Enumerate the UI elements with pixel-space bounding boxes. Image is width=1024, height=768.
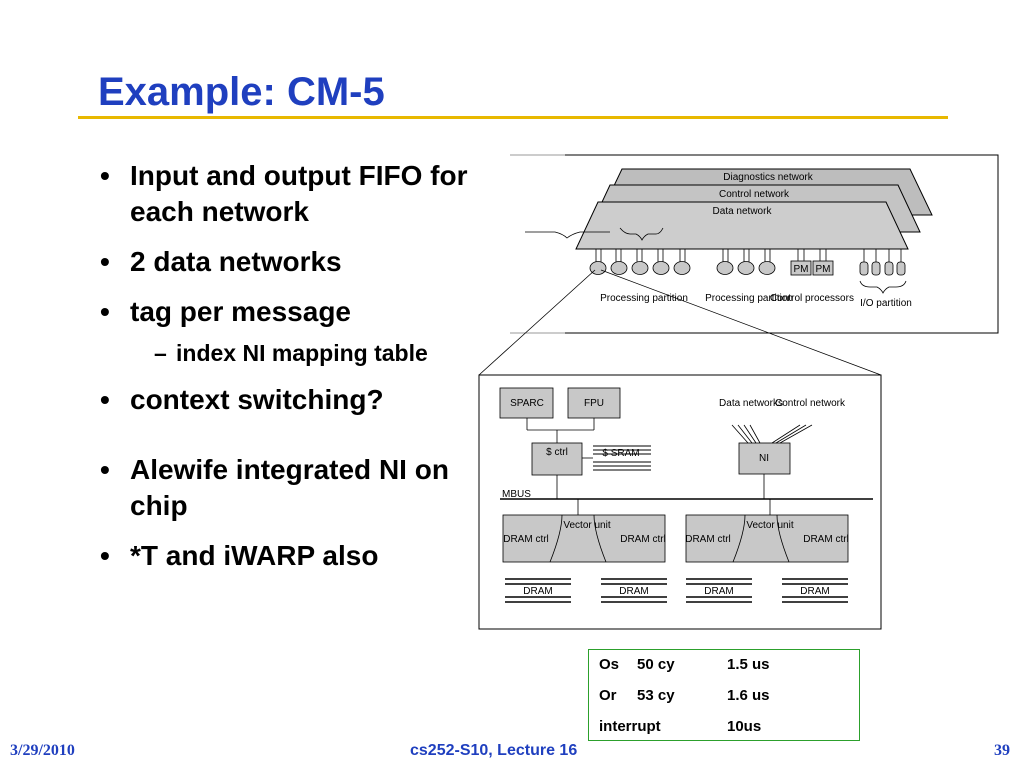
fpu-label: FPU (584, 398, 604, 409)
bullet-item: *T and iWARP also (100, 538, 480, 574)
dram-ctrl-label: DRAM ctrl (503, 534, 549, 545)
control-processor-boxes (790, 260, 834, 276)
bullet-item: Input and output FIFO for each network (100, 158, 480, 230)
pm-label: PM (794, 264, 809, 275)
dram-label: DRAM (800, 586, 829, 597)
table-row: Or 53 cy 1.6 us (599, 685, 859, 716)
sparc-label: SPARC (510, 398, 544, 409)
bullet-item: Alewife integrated NI on chip (100, 452, 480, 524)
timing-table: Os 50 cy 1.5 us Or 53 cy 1.6 us interrup… (588, 649, 860, 741)
dram-label: DRAM (619, 586, 648, 597)
cache-ctrl-label: $ ctrl (546, 447, 568, 458)
table-row: Os 50 cy 1.5 us (599, 654, 859, 685)
control-processors-label: Control processors (770, 293, 854, 304)
network-layers (575, 168, 933, 250)
zoom-lines (478, 269, 882, 376)
overhead-cycles: 53 cy (637, 687, 675, 704)
overhead-time: 10us (727, 718, 762, 735)
processing-nodes (589, 261, 776, 275)
overhead-name: Os (599, 656, 620, 673)
dram-ctrl-label: DRAM ctrl (803, 534, 849, 545)
bullet-item: context switching? (100, 382, 480, 418)
sub-bullet-item: index NI mapping table (100, 338, 480, 368)
data-networks-label: Data networks (719, 398, 783, 409)
node-detail-boxes (499, 387, 791, 476)
overhead-time: 1.5 us (727, 656, 770, 673)
bullet-item: 2 data networks (100, 244, 480, 280)
footer-date: 3/29/2010 (10, 742, 75, 759)
bullet-item: tag per message (100, 294, 480, 330)
sram-block (593, 445, 651, 471)
system-frame (510, 154, 999, 334)
node-wires (500, 418, 873, 515)
overhead-cycles: 50 cy (637, 656, 675, 673)
data-network-layer (575, 201, 909, 250)
dram-ctrl-label: DRAM ctrl (685, 534, 731, 545)
pm-label: PM (816, 264, 831, 275)
processing-partition-label: Processing partition (600, 293, 688, 304)
bullet-list: Input and output FIFO for each network 2… (100, 158, 480, 588)
node-connectors (595, 249, 902, 262)
dram-label: DRAM (523, 586, 552, 597)
vector-unit-label: Vector unit (563, 520, 610, 531)
dram-banks (505, 578, 848, 603)
footer-course: cs252-S10, Lecture 16 (410, 742, 578, 759)
diagnostics-network-label: Diagnostics network (723, 172, 813, 183)
fifo-braces (524, 227, 664, 241)
slide-title: Example: CM-5 (98, 70, 385, 114)
data-network-label: Data network (713, 206, 773, 217)
io-partition-label: I/O partition (860, 298, 912, 309)
mbus-label: MBUS (502, 489, 531, 500)
ni-label: NI (759, 453, 769, 464)
processing-partition-label: Processing partition (705, 293, 793, 304)
title-rule (78, 116, 948, 119)
io-brace (859, 280, 907, 294)
overhead-name: interrupt (599, 718, 661, 735)
table-row: interrupt 10us (599, 716, 859, 747)
sram-label: $ SRAM (602, 448, 639, 459)
overhead-time: 1.6 us (727, 687, 770, 704)
vector-unit-label: Vector unit (746, 520, 793, 531)
overhead-name: Or (599, 687, 617, 704)
dram-ctrl-label: DRAM ctrl (620, 534, 666, 545)
io-nodes (859, 261, 906, 276)
control-network-label: Control network (719, 189, 790, 200)
page-number: 39 (994, 742, 1010, 759)
dram-label: DRAM (704, 586, 733, 597)
control-network-label: Control network (775, 398, 846, 409)
vector-unit-blocks (502, 514, 849, 563)
